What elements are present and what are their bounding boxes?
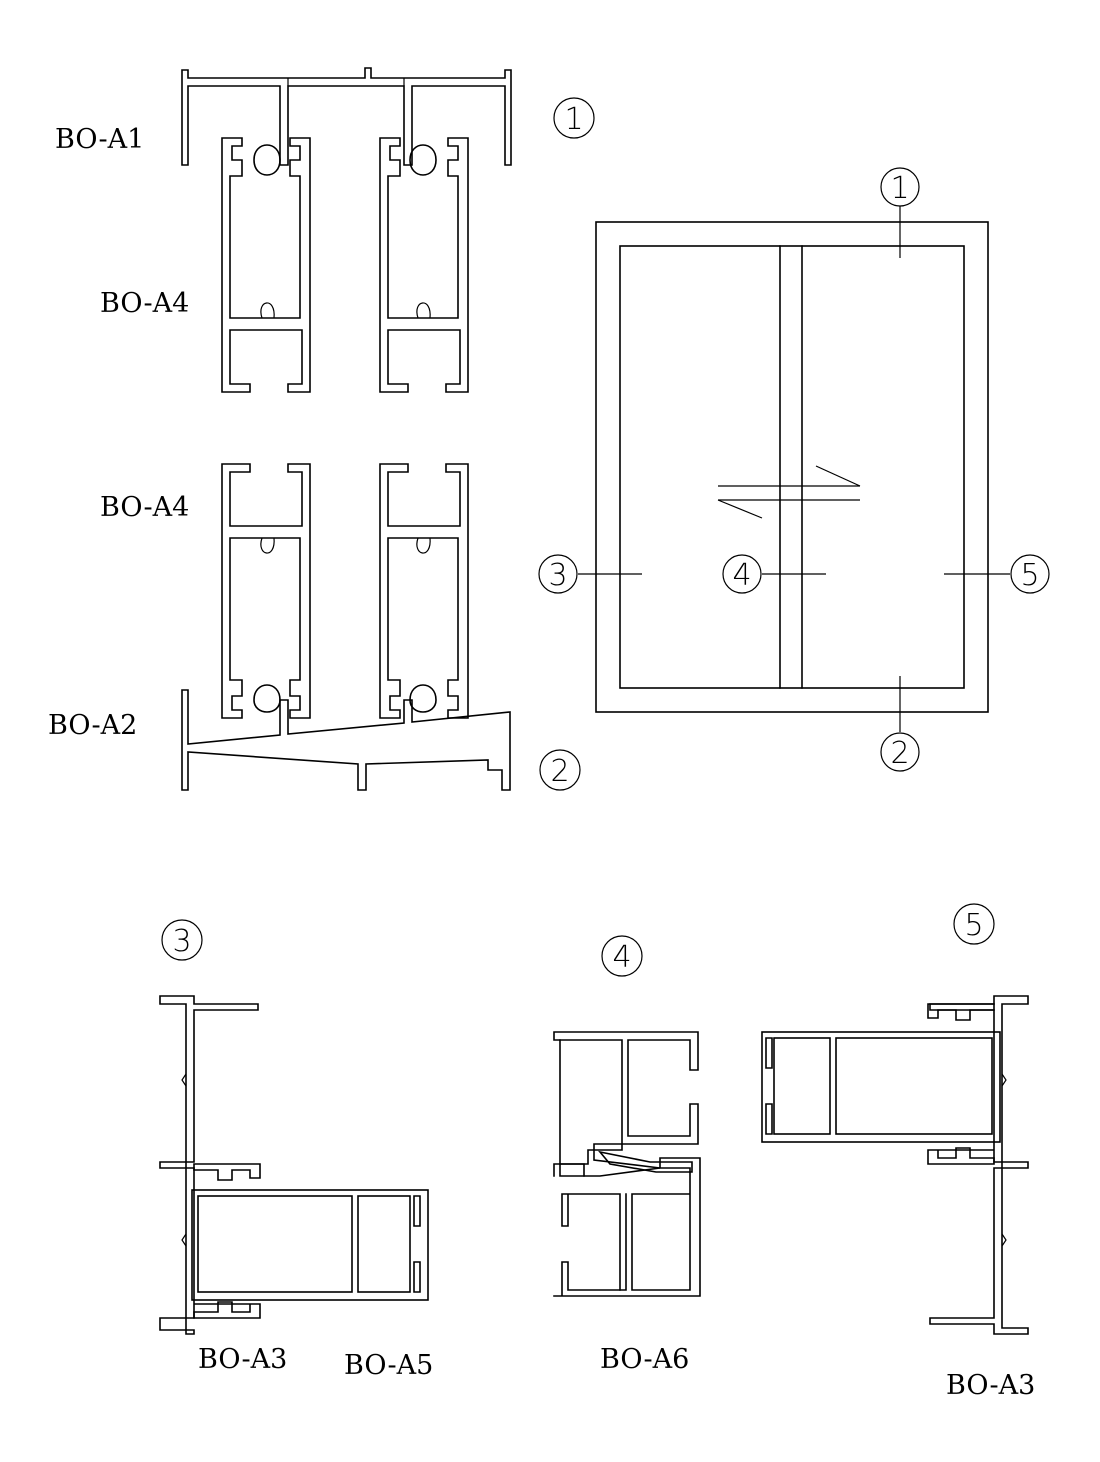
label-bo-a4-top: BO-A4 <box>100 288 189 319</box>
profile-bo-a3-left <box>159 995 261 1335</box>
svg-text:2: 2 <box>550 754 569 789</box>
svg-text:5: 5 <box>1020 558 1039 593</box>
profile-bo-a4-upper-right <box>379 137 469 393</box>
label-bo-a3-right: BO-A3 <box>946 1370 1035 1401</box>
profile-bo-a4-lower-left <box>221 463 311 719</box>
label-bo-a2: BO-A2 <box>48 710 137 741</box>
marker-1-top: 1 <box>553 97 595 139</box>
svg-text:3: 3 <box>172 924 191 959</box>
svg-text:5: 5 <box>964 908 983 943</box>
marker-2-elevation: 2 <box>880 732 920 772</box>
svg-text:4: 4 <box>612 940 631 975</box>
marker-3-section: 3 <box>161 919 203 961</box>
svg-text:4: 4 <box>732 558 751 593</box>
marker-4-elevation: 4 <box>722 554 762 594</box>
profile-bo-a2 <box>181 689 511 791</box>
profile-bo-a3-right <box>927 995 1029 1335</box>
profile-bo-a6 <box>553 1031 701 1297</box>
profile-bo-a5-right <box>761 1031 1001 1143</box>
label-bo-a1: BO-A1 <box>55 124 144 155</box>
svg-text:1: 1 <box>890 171 909 206</box>
marker-4-section: 4 <box>601 935 643 977</box>
window-elevation <box>578 206 1010 732</box>
marker-5-elevation: 5 <box>1010 554 1050 594</box>
label-bo-a6: BO-A6 <box>600 1344 689 1375</box>
marker-2-top: 2 <box>539 749 581 791</box>
profile-bo-a5 <box>191 1189 429 1301</box>
label-bo-a4-bottom: BO-A4 <box>100 492 189 523</box>
label-bo-a3-left: BO-A3 <box>198 1344 287 1375</box>
marker-5-section: 5 <box>953 903 995 945</box>
svg-text:2: 2 <box>890 736 909 771</box>
profile-bo-a4-upper-left <box>221 137 311 393</box>
svg-text:1: 1 <box>564 102 583 137</box>
svg-text:3: 3 <box>548 558 567 593</box>
marker-3-elevation: 3 <box>538 554 578 594</box>
sliding-direction-arrows <box>717 465 861 519</box>
label-bo-a5: BO-A5 <box>344 1350 433 1381</box>
marker-1-elevation: 1 <box>880 167 920 207</box>
profile-bo-a4-lower-right <box>379 463 469 719</box>
